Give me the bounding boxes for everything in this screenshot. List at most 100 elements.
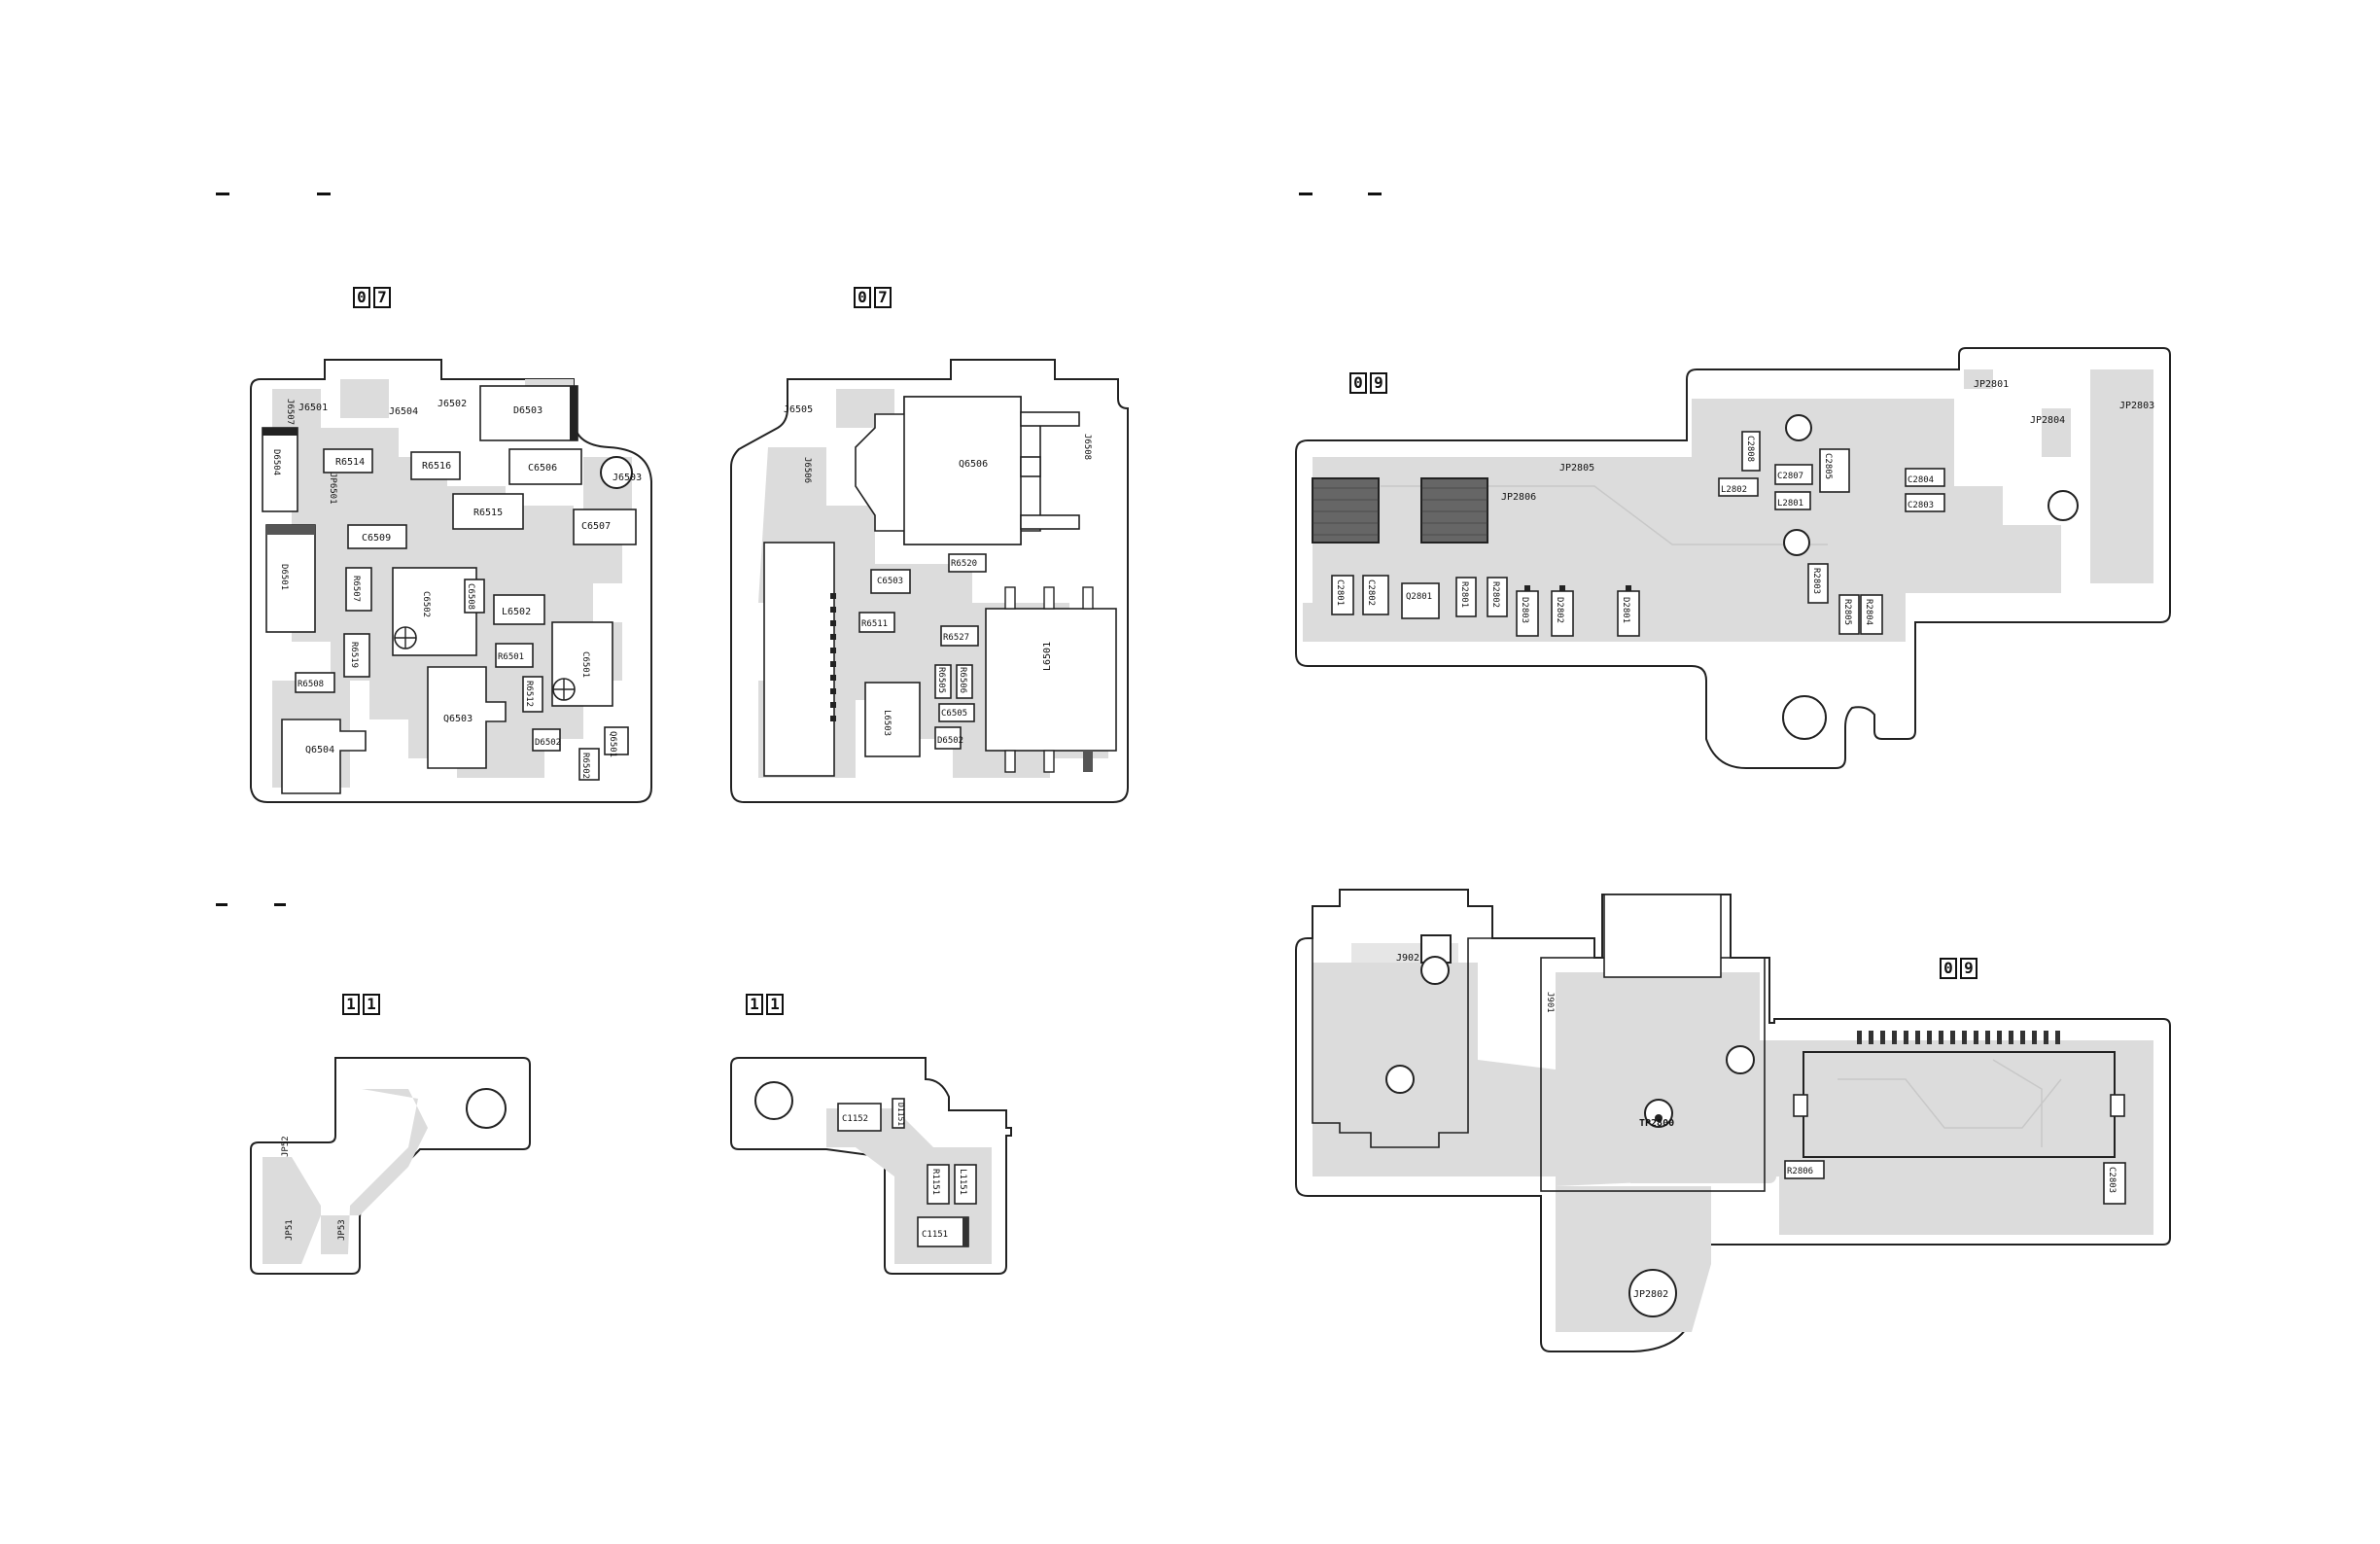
svg-text:R6519: R6519 [349, 642, 359, 668]
svg-text:D2803: D2803 [1520, 597, 1529, 623]
badge-digit: 1 [363, 994, 380, 1015]
svg-text:R6514: R6514 [335, 457, 365, 468]
svg-text:Q2801: Q2801 [1406, 592, 1432, 602]
svg-text:J902: J902 [1396, 953, 1419, 964]
svg-text:R6507: R6507 [351, 576, 361, 602]
badge-digit: 1 [746, 994, 763, 1015]
svg-text:JP6501: JP6501 [328, 473, 337, 505]
svg-text:JP53: JP53 [337, 1219, 347, 1241]
board-f: J902 J901 TP2800 R2806 C2803 JP2802 [1295, 889, 2171, 1352]
svg-text:TP2800: TP2800 [1639, 1118, 1674, 1129]
svg-text:C6505: C6505 [941, 709, 967, 719]
svg-text:J901: J901 [1545, 992, 1555, 1013]
svg-text:L6501: L6501 [1042, 642, 1053, 671]
svg-text:D1151: D1151 [896, 1103, 905, 1126]
svg-text:L2802: L2802 [1721, 485, 1747, 495]
svg-text:R6527: R6527 [943, 633, 969, 643]
svg-text:D2802: D2802 [1555, 597, 1564, 623]
svg-text:C2805: C2805 [1823, 453, 1833, 479]
svg-text:R2803: R2803 [1811, 568, 1821, 594]
svg-text:R6508: R6508 [298, 680, 324, 689]
svg-text:JP2801: JP2801 [1974, 379, 2009, 390]
svg-text:D2801: D2801 [1621, 597, 1630, 623]
svg-text:C1151: C1151 [922, 1230, 948, 1240]
svg-text:L6503: L6503 [882, 710, 892, 736]
svg-text:C1152: C1152 [842, 1114, 868, 1124]
svg-text:R2806: R2806 [1787, 1167, 1813, 1176]
svg-text:R2802: R2802 [1490, 581, 1500, 608]
svg-text:C2807: C2807 [1777, 472, 1803, 481]
svg-text:R6516: R6516 [422, 461, 451, 472]
svg-text:Q6501: Q6501 [608, 731, 617, 757]
svg-text:D6502: D6502 [937, 736, 963, 746]
svg-text:C6501: C6501 [580, 651, 590, 678]
svg-text:JP2803: JP2803 [2119, 401, 2154, 411]
svg-text:R2805: R2805 [1842, 599, 1852, 625]
svg-text:JP52: JP52 [281, 1136, 291, 1157]
badge-digit: 0 [1349, 372, 1367, 394]
svg-text:Q6504: Q6504 [305, 745, 334, 755]
svg-text:J6508: J6508 [1082, 434, 1092, 460]
badge-digit: 9 [1370, 372, 1387, 394]
heading-dash [216, 193, 229, 195]
svg-text:D6504: D6504 [271, 449, 281, 475]
svg-text:C6502: C6502 [421, 591, 431, 617]
svg-text:C2804: C2804 [1908, 475, 1934, 485]
badge-digit: 7 [874, 287, 892, 308]
heading-dash [317, 193, 331, 195]
svg-text:J6503: J6503 [612, 473, 642, 483]
svg-text:R6505: R6505 [936, 667, 946, 693]
svg-text:C2802: C2802 [1366, 579, 1376, 606]
badge-digit: 7 [373, 287, 391, 308]
svg-text:R6501: R6501 [498, 652, 524, 662]
heading-dash [274, 903, 286, 906]
svg-text:J6506: J6506 [802, 457, 812, 483]
badge-digit: 1 [766, 994, 784, 1015]
svg-text:C6507: C6507 [581, 521, 611, 532]
heading-dash [1368, 193, 1382, 195]
svg-text:R2804: R2804 [1864, 599, 1873, 625]
svg-text:C2808: C2808 [1745, 436, 1755, 462]
heading-dash [1299, 193, 1312, 195]
svg-text:L6502: L6502 [502, 607, 531, 617]
svg-text:C6503: C6503 [877, 577, 903, 586]
svg-text:J6505: J6505 [784, 404, 813, 415]
svg-text:R2801: R2801 [1459, 581, 1469, 608]
svg-text:L2801: L2801 [1777, 499, 1803, 509]
svg-text:R6515: R6515 [473, 508, 503, 518]
svg-text:JP2802: JP2802 [1633, 1289, 1668, 1300]
svg-text:C6509: C6509 [362, 533, 391, 544]
svg-text:JP51: JP51 [285, 1219, 295, 1241]
svg-text:D6501: D6501 [279, 564, 289, 590]
badge-digit: 9 [1960, 958, 1978, 979]
svg-text:JP2805: JP2805 [1559, 463, 1594, 474]
svg-text:R6502: R6502 [580, 753, 590, 779]
svg-text:R1151: R1151 [930, 1169, 940, 1195]
svg-text:C6506: C6506 [528, 463, 557, 474]
board-d: JP52 JP51 JP53 [250, 1057, 531, 1275]
svg-text:R6511: R6511 [861, 619, 888, 629]
board-a: J6501 J6507 J6502 J6504 D6503 J6503 D650… [250, 359, 652, 803]
board-e: C1152 D1151 R1151 L1151 C1151 [730, 1057, 1012, 1275]
svg-text:Q6503: Q6503 [443, 714, 472, 724]
svg-text:C6508: C6508 [466, 583, 475, 610]
board-b: J6505 J6506 J6508 Q6506 R6520 C6503 R651… [730, 359, 1129, 803]
svg-text:C2801: C2801 [1335, 579, 1345, 606]
svg-text:L1151: L1151 [958, 1169, 967, 1195]
svg-text:R6506: R6506 [958, 667, 967, 693]
badge-digit: 0 [1940, 958, 1957, 979]
svg-text:J6504: J6504 [389, 406, 418, 417]
badge-digit: 1 [342, 994, 360, 1015]
svg-text:J6502: J6502 [438, 399, 467, 409]
svg-text:C2803: C2803 [1908, 501, 1934, 510]
badge-digit: 0 [854, 287, 871, 308]
board-c: JP2801 JP2803 JP2804 JP2805 JP2806 C2808… [1295, 347, 2171, 769]
svg-text:J6501: J6501 [298, 403, 328, 413]
svg-text:JP2804: JP2804 [2030, 415, 2065, 426]
